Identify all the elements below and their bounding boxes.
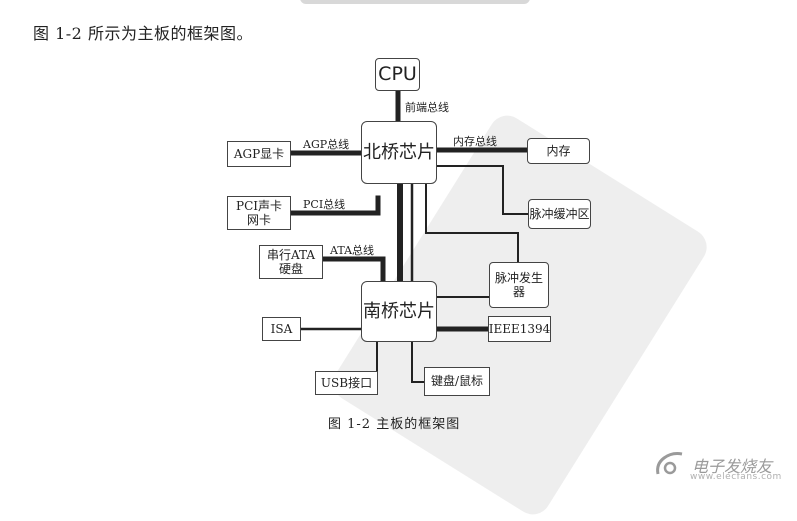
pci-bus-label: PCI总线 [303,198,346,211]
isa-box: ISA [262,317,301,341]
intro-text: 图 1-2 所示为主板的框架图。 [33,24,253,43]
memory-bus-label: 内存总线 [453,135,497,148]
pci-card-box: PCI声卡 网卡 [227,196,291,230]
cropped-heading-fragment [300,0,530,4]
keyboard-line [411,340,426,383]
agp-card-box: AGP显卡 [227,141,291,167]
logo-site: www.elecfans.com [690,472,782,482]
pulse-buffer-line [434,165,529,215]
north-bridge-box: 北桥芯片 [361,121,437,184]
agp-bus-label: AGP总线 [303,138,350,151]
ata-line [319,256,386,285]
pulse-gen-line [425,182,519,264]
pci-line [287,195,381,216]
south-bridge-box: 南桥芯片 [361,281,437,342]
diagram-connections [287,87,530,383]
pulse-generator-box: 脉冲发生器 [489,262,549,308]
ata-bus-label: ATA总线 [330,244,375,257]
logo-name: 电子发烧友 [692,457,773,476]
site-logo: 电子发烧友 www.elecfans.com [654,450,781,482]
logo-icon [656,452,683,475]
memory-box: 内存 [527,138,590,164]
keyboard-mouse-box: 键盘/鼠标 [424,367,490,396]
figure-caption: 图 1-2 主板的框架图 [328,417,461,432]
fsb-label: 前端总线 [405,101,449,114]
sata-disk-box: 串行ATA 硬盘 [259,245,323,279]
cpu-box: CPU [375,58,420,91]
ieee1394-box: IEEE1394 [488,316,551,342]
pulse-buffer-box: 脉冲缓冲区 [528,199,591,229]
usb-box: USB接口 [315,371,378,395]
